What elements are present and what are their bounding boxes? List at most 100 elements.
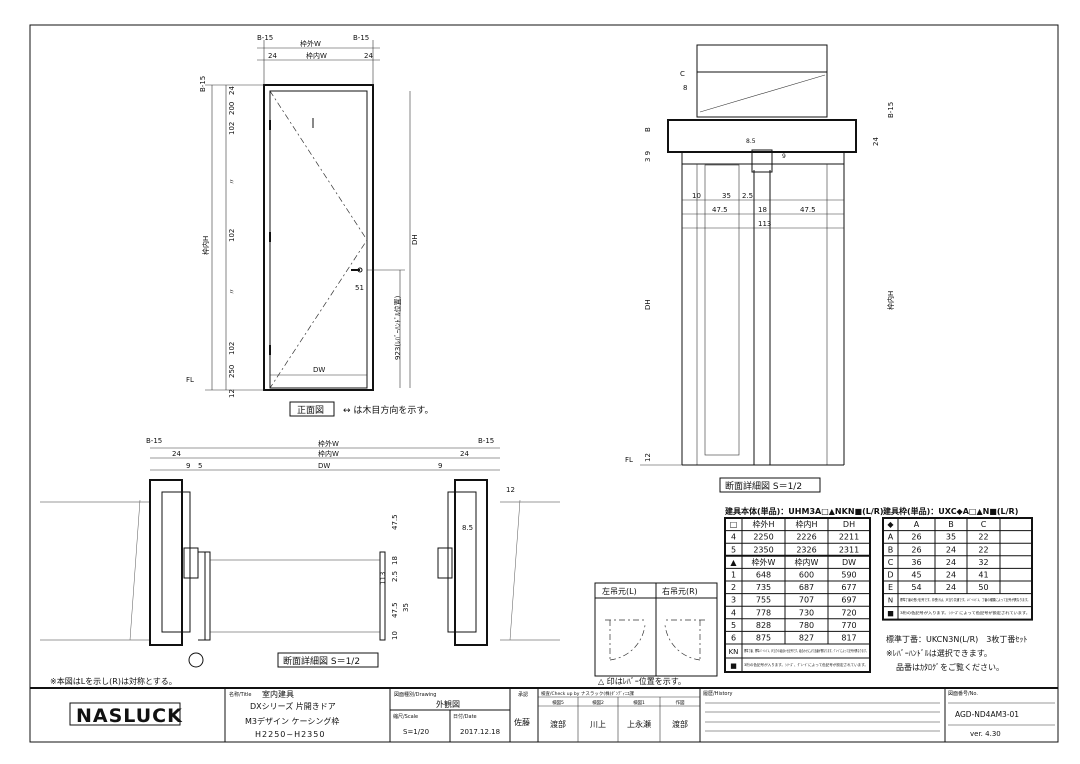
scale-label: 縮尺/Scale <box>393 713 418 720</box>
table-cell: 827 <box>799 634 814 643</box>
table-cell: 735 <box>756 583 771 592</box>
table-cell: 6 <box>731 634 736 643</box>
number-label: 図面番号/No. <box>948 690 978 697</box>
dim-label: 47.5 <box>391 514 399 530</box>
dim-label: 枠内W <box>306 51 327 60</box>
scale-value: S=1/20 <box>403 728 429 736</box>
door-table-title: 建具本体(単品)：UHM3A□▲NKN■(L/R) <box>724 506 884 516</box>
table-cell: B <box>948 520 954 529</box>
table-cell: 26 <box>911 545 921 554</box>
dim-label: 250 <box>228 365 236 378</box>
dim-label: B-15 <box>478 437 494 445</box>
dim-label: DW <box>318 462 330 470</box>
logo-frame <box>69 702 181 726</box>
hinge-left-label: 左吊元(L) <box>602 586 637 596</box>
table-cell: 24 <box>946 583 956 592</box>
hinge-diagram: 左吊元(L) 右吊元(R) △ 印はﾚﾊﾞｰ位置を示す。 <box>594 582 718 686</box>
side-section: C 8 B 3 9 B-15 24 DH 枠内H 12 8.5 9 10 35 … <box>625 44 895 493</box>
dim-label: B-15 <box>199 76 207 92</box>
table-cell: 677 <box>841 583 856 592</box>
dim-label: 5 <box>198 462 202 470</box>
dim-label: 9 <box>782 153 786 160</box>
check-head: 検図1 <box>633 699 645 706</box>
table-cell: 4 <box>731 608 736 617</box>
dim-label: B-15 <box>353 34 369 42</box>
title-line: M3デザイン ケーシング枠 <box>245 716 339 726</box>
table-cell: 780 <box>799 621 814 630</box>
front-view-title: 正面図 <box>297 405 324 416</box>
check-head: 検図2 <box>592 699 604 706</box>
dim-label: 3 9 <box>644 151 652 162</box>
table-cell: A <box>888 533 894 542</box>
drawing-label: 図面種別/Drawing <box>394 691 436 698</box>
table-cell: 1 <box>731 571 736 580</box>
dim-label: FL <box>186 376 194 384</box>
dim-label: B-15 <box>887 102 895 118</box>
table-cell: 697 <box>841 596 856 605</box>
table-cell: 590 <box>841 571 856 580</box>
dim-label: 113 <box>379 572 387 585</box>
frame-table-title: 建具枠(単品)：UXC◆A□▲N■(L/R) <box>882 506 1018 516</box>
dim-label: 枠外W <box>300 39 321 48</box>
table-cell: ◆ <box>887 520 894 529</box>
note-text: 標準丁番、標準ﾚﾊﾞｰﾊﾝﾄﾞﾙ、戸当りの組合わせ記号です。組合わせにより品番が… <box>744 648 868 653</box>
table-cell: 24 <box>946 558 956 567</box>
dim-label: 10 <box>692 192 701 200</box>
dim-label: 10 <box>391 631 399 640</box>
dim-label: 枠内H <box>886 291 895 310</box>
dim-label: DH <box>411 234 419 245</box>
table-cell: C <box>981 520 987 529</box>
checker-name: 渡部 <box>672 719 688 729</box>
dim-label: FL <box>625 456 633 464</box>
table-cell: D <box>887 571 893 580</box>
table-cell: DH <box>843 520 855 529</box>
checker-name: 渡部 <box>550 719 566 729</box>
title-line: 室内建具 <box>262 689 294 699</box>
table-cell: 35 <box>946 533 956 542</box>
check-label: 検査/Check up by ナスラック(株)ﾀﾞﾝﾃﾞｨﾆｴ課 <box>541 690 634 697</box>
checker-name: 上永瀬 <box>627 719 651 729</box>
door-swing-line <box>269 90 368 389</box>
front-view: B-15 枠外W 枠内W 24 24 B-15 B-15 24 200 102 … <box>186 34 434 417</box>
dim-label: 102 <box>228 342 236 355</box>
table-cell: 778 <box>756 608 771 617</box>
table-cell: 730 <box>799 608 814 617</box>
dim-label: 35 <box>722 192 731 200</box>
dim-label: 12 <box>644 453 652 462</box>
table-cell: 720 <box>841 608 856 617</box>
title-line: H2250~H2350 <box>255 730 325 739</box>
side-section-title: 断面詳細図 S＝1/2 <box>725 480 802 492</box>
checker-name: 川上 <box>590 720 606 729</box>
dim-label: B <box>644 127 652 132</box>
dim-label: 〃 <box>228 288 236 295</box>
history-label: 履歴/History <box>703 691 733 697</box>
plan-section-title: 断面詳細図 S＝1/2 <box>283 655 360 667</box>
symmetry-note: ※本図はLを示し(R)は対称とする。 <box>50 676 177 686</box>
grain-note: ↔ は木目方向を示す。 <box>343 404 434 416</box>
title-block: NASLUCK 名称/Title 室内建具 DXシリーズ 片開きドア M3デザイ… <box>30 687 1058 742</box>
note-key: ■ <box>730 662 737 670</box>
table-cell: 枠外W <box>752 557 776 567</box>
note-text: 3桁の色記号が入ります。ｼﾘｰｽﾞによって色記号が設定されています。 <box>900 610 1030 615</box>
note-key: ■ <box>887 610 894 618</box>
dim-label: 24 <box>228 86 236 95</box>
title-label: 名称/Title <box>229 691 251 698</box>
drawing-type: 外観図 <box>436 699 460 709</box>
table-cell: C <box>888 558 894 567</box>
sheet-border <box>29 24 1059 743</box>
table-cell: B <box>888 545 894 554</box>
note-key: KN <box>729 648 739 656</box>
plan-section: B-15 枠外W B-15 24 枠内W 24 9 5 DW 9 12 47.5… <box>40 437 560 686</box>
dim-label: 9 <box>438 462 442 470</box>
dim-label: 2.5 <box>391 571 399 582</box>
dim-label: 113 <box>758 220 771 228</box>
table-cell: 32 <box>978 558 988 567</box>
table-cell: 648 <box>756 571 771 580</box>
table-cell: DW <box>842 558 856 567</box>
table-cell: 2350 <box>753 545 773 554</box>
dim-label: 51 <box>355 284 364 292</box>
right-swing-icon <box>664 619 705 661</box>
dim-label: 8.5 <box>462 524 473 532</box>
approval-name: 佐藤 <box>514 717 530 727</box>
